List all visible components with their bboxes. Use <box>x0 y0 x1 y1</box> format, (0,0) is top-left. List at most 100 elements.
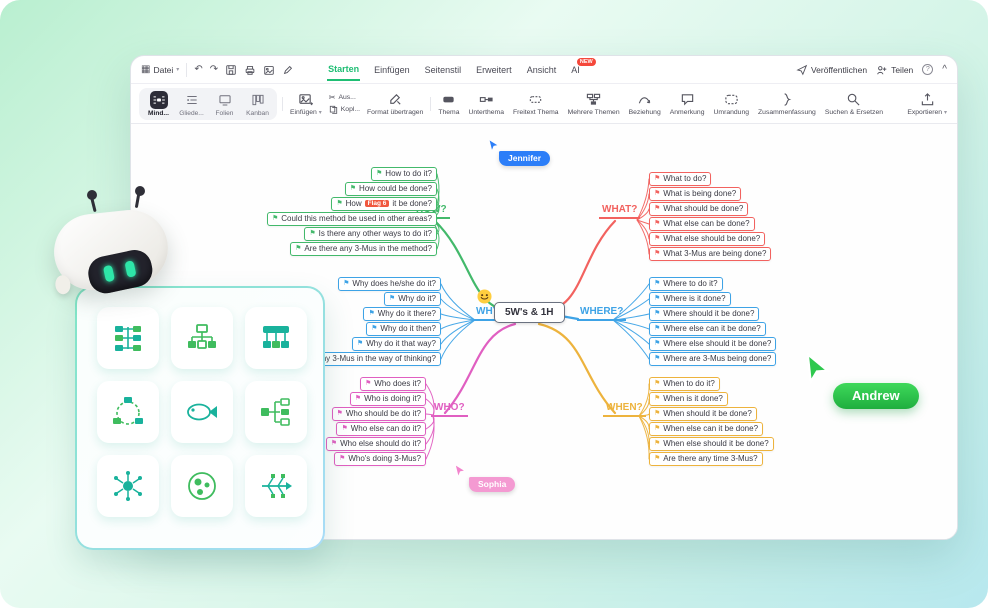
topic-button[interactable]: Thema <box>436 92 461 116</box>
mindmap-node[interactable]: ⚑When to do it? <box>649 377 720 391</box>
flag-icon: ⚑ <box>341 425 348 432</box>
copy-button[interactable]: Kopl... <box>329 105 360 114</box>
mindmap-node[interactable]: ⚑Why do it then? <box>366 322 441 336</box>
flag-icon: ⚑ <box>371 325 378 332</box>
mindmap-node[interactable]: ⚑Where should it be done? <box>649 307 760 321</box>
template-bubble-map[interactable] <box>171 455 233 517</box>
mindmap-node[interactable]: ⚑What should be done? <box>649 202 749 216</box>
template-radial-map[interactable] <box>97 455 159 517</box>
tab-seitenstil[interactable]: Seitenstil <box>424 65 462 75</box>
mindmap-node[interactable]: ⚑When should it be done? <box>649 407 757 421</box>
app-menu-button[interactable]: ▦ Datei ▾ <box>141 64 179 75</box>
mindmap-node[interactable]: ⚑When is it done? <box>649 392 728 406</box>
collapse-ribbon-icon[interactable]: ^ <box>942 64 947 75</box>
mindmap-node[interactable]: ⚑Where to do it? <box>649 277 723 291</box>
print-icon[interactable] <box>244 64 256 76</box>
template-fishbone-left[interactable] <box>245 455 307 517</box>
save-icon[interactable] <box>225 64 237 76</box>
mindmap-node[interactable]: ⚑Are there any time 3-Mus? <box>649 452 763 466</box>
flag-icon: ⚑ <box>654 250 661 257</box>
branch-label-where[interactable]: WHERE? <box>577 306 627 321</box>
floating-topic-button[interactable]: Freitext Thema <box>511 92 561 116</box>
branch-label-why[interactable]: WHY? <box>473 306 509 321</box>
mindmap-node[interactable]: ⚑What to do? <box>649 172 712 186</box>
mindmap-node[interactable]: ⚑Who is doing it? <box>349 392 426 406</box>
cut-button[interactable]: ✂ Aus... <box>329 93 360 102</box>
collaborator-andrew: Andrew <box>833 383 919 409</box>
mindmap-node[interactable]: ⚑Where are 3-Mus being done? <box>649 352 777 366</box>
mindmap-node[interactable]: ⚑Who should be do it? <box>331 407 426 421</box>
comment-button[interactable]: Anmerkung <box>668 92 707 116</box>
branch-label-what[interactable]: WHAT? <box>599 204 641 219</box>
mindmap-node[interactable]: ⚑Why do it? <box>383 292 441 306</box>
redo-icon[interactable]: ↷ <box>209 64 219 75</box>
mindmap-node[interactable]: ⚑What is being done? <box>649 187 742 201</box>
export-button[interactable]: Exportieren ▾ <box>905 92 949 116</box>
template-mind-map[interactable] <box>97 307 159 369</box>
mindmap-node[interactable]: ⚑Are there any 3-Mus in the method? <box>290 242 437 256</box>
mindmap-node[interactable]: ⚑Who else can do it? <box>336 422 426 436</box>
template-tree-chart[interactable] <box>245 307 307 369</box>
branch-label-when[interactable]: WHEN? <box>603 402 646 417</box>
cut-icon: ✂ <box>328 93 336 102</box>
undo-icon[interactable]: ↶ <box>194 64 203 75</box>
mindmap-node[interactable]: ⚑Why do it there? <box>363 307 441 321</box>
mode-mindmap[interactable]: Mind... <box>143 90 174 117</box>
multiple-topics-button[interactable]: Mehrere Themen <box>566 92 622 116</box>
tab-einfuegen[interactable]: Einfügen <box>374 65 410 75</box>
help-button[interactable]: ? <box>922 64 934 75</box>
mindmap-node[interactable]: ⚑Who does it? <box>360 377 426 391</box>
pen-icon[interactable] <box>282 64 294 76</box>
mindmap-node[interactable]: ⚑When else should it be done? <box>649 437 774 451</box>
format-painter-button[interactable]: Format übertragen <box>365 92 425 116</box>
mindmap-node[interactable]: ⚑What else can be done? <box>649 217 755 231</box>
mindmap-node[interactable]: ⚑Who else should do it? <box>325 437 426 451</box>
mode-slides[interactable]: Folien <box>209 91 240 117</box>
template-fishbone[interactable] <box>171 381 233 443</box>
mindmap-node[interactable]: ⚑Who's doing 3-Mus? <box>334 452 426 466</box>
tab-ai[interactable]: AI NEW <box>570 58 596 80</box>
template-right-map[interactable] <box>245 381 307 443</box>
mindmap-node[interactable]: ⚑Could this method be used in other area… <box>266 212 437 226</box>
summary-button[interactable]: Zusammenfassung <box>756 92 818 116</box>
mindmap-node[interactable]: ⚑Why do it that way? <box>351 337 441 351</box>
share-button[interactable]: Teilen <box>876 64 913 76</box>
mindmap-node[interactable]: ⚑Where else can it be done? <box>649 322 766 336</box>
mindmap-node[interactable]: ⚑Where else should it be done? <box>649 337 777 351</box>
mode-outline[interactable]: Gliede... <box>176 91 207 117</box>
topic-icon <box>443 96 455 102</box>
subtopic-button[interactable]: Unterthema <box>466 92 506 116</box>
flag-icon: ⚑ <box>336 200 343 207</box>
tool-label: Anmerkung <box>669 108 705 116</box>
mindmap-node[interactable]: ⚑Is there any other ways to do it? <box>304 227 437 241</box>
find-replace-button[interactable]: Suchen & Ersetzen <box>823 92 885 116</box>
mindmap-node[interactable]: ⚑Where is it done? <box>649 292 731 306</box>
template-org-chart[interactable] <box>171 307 233 369</box>
tab-starten[interactable]: Starten <box>327 58 361 81</box>
mindmap-node[interactable]: ⚑How to do it? <box>371 167 437 181</box>
image-icon[interactable] <box>263 64 275 76</box>
central-topic[interactable]: 5W's & 1H <box>494 302 565 323</box>
share-icon <box>877 65 887 74</box>
publish-button[interactable]: Veröffentlichen <box>796 64 867 76</box>
menu-tabs: Starten Einfügen Seitenstil Erweitert An… <box>327 58 596 81</box>
mode-kanban[interactable]: Kanban <box>242 91 273 117</box>
flag-icon: ⚑ <box>336 410 343 417</box>
mindmap-node[interactable]: ⚑How could be done? <box>344 182 437 196</box>
mindmap-node[interactable]: ⚑Why does he/she do it? <box>338 277 441 291</box>
andrew-cursor-icon <box>797 351 836 395</box>
template-circular-map[interactable] <box>97 381 159 443</box>
boundary-button[interactable]: Umrandung <box>712 92 752 116</box>
mindmap-node[interactable]: ⚑When else can it be done? <box>649 422 764 436</box>
mindmap-node[interactable]: ⚑What else should be done? <box>649 232 766 246</box>
branch-label-who[interactable]: WHO? <box>431 402 468 417</box>
tab-erweitert[interactable]: Erweitert <box>476 65 512 75</box>
relationship-button[interactable]: Beziehung <box>627 92 663 116</box>
mindmap-node[interactable]: ⚑What 3-Mus are being done? <box>649 247 772 261</box>
flag-icon: ⚑ <box>271 215 279 222</box>
template-panel <box>75 286 325 550</box>
mode-label: Mind... <box>148 109 169 117</box>
insert-button[interactable]: Einfügen ▾ <box>288 92 324 116</box>
tab-ansicht[interactable]: Ansicht <box>526 65 557 75</box>
